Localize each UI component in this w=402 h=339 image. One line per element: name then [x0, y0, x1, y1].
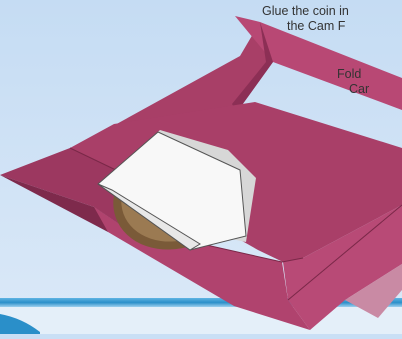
cam-card-left-flap	[0, 148, 122, 226]
cam-card-top-flap	[235, 16, 402, 110]
cam-card-left-flap-shade	[0, 175, 122, 232]
cam-card-top-edge	[232, 22, 273, 112]
footer-circle-marker	[0, 314, 40, 334]
cam-card-right-flap	[283, 205, 402, 330]
instruction-card: Car	[349, 82, 370, 96]
instruction-cam-card: the Cam F	[287, 19, 346, 33]
cam-card-right-tab	[345, 264, 402, 318]
instruction-glue-coin: Glue the coin in	[262, 4, 349, 18]
instruction-fold: Fold	[337, 67, 362, 81]
coin-holder-fold	[97, 183, 201, 251]
fold-line-right	[287, 204, 402, 301]
footer-stripe	[0, 298, 402, 307]
